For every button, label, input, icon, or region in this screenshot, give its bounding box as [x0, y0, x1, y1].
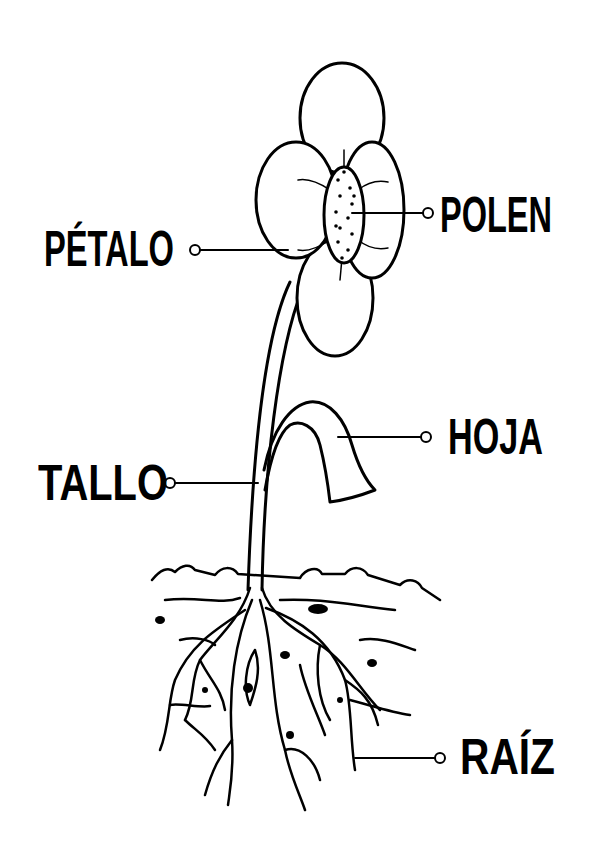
pollen-dot — [350, 232, 354, 236]
pollen-dot — [334, 210, 338, 214]
leaf — [264, 402, 375, 502]
part-label: PÉTALO — [44, 224, 174, 274]
pollen-dot — [348, 186, 352, 190]
part-label: HOJA — [448, 412, 543, 462]
petals — [256, 63, 404, 356]
pollen-dot — [336, 178, 340, 182]
pollen-dot — [350, 202, 354, 206]
pollen-dot — [334, 224, 338, 228]
pollen-dot — [336, 240, 340, 244]
pollen-dot — [352, 194, 356, 198]
soil-dots — [155, 604, 377, 739]
pollen-dot — [346, 248, 350, 252]
part-label: POLEN — [440, 190, 552, 240]
pollen-dot — [346, 216, 350, 220]
part-label: TALLO — [38, 458, 168, 508]
pollen-dots — [334, 170, 356, 260]
pollen-dot — [338, 226, 342, 230]
ground — [152, 566, 440, 715]
pollen-dot — [342, 170, 346, 174]
part-label: RAÍZ — [460, 732, 555, 782]
pollen-center — [324, 167, 364, 263]
pollen-dot — [338, 194, 342, 198]
petal-veins — [298, 150, 388, 280]
leader-lines — [165, 208, 445, 763]
pollen-dot — [340, 256, 344, 260]
roots — [160, 588, 380, 810]
